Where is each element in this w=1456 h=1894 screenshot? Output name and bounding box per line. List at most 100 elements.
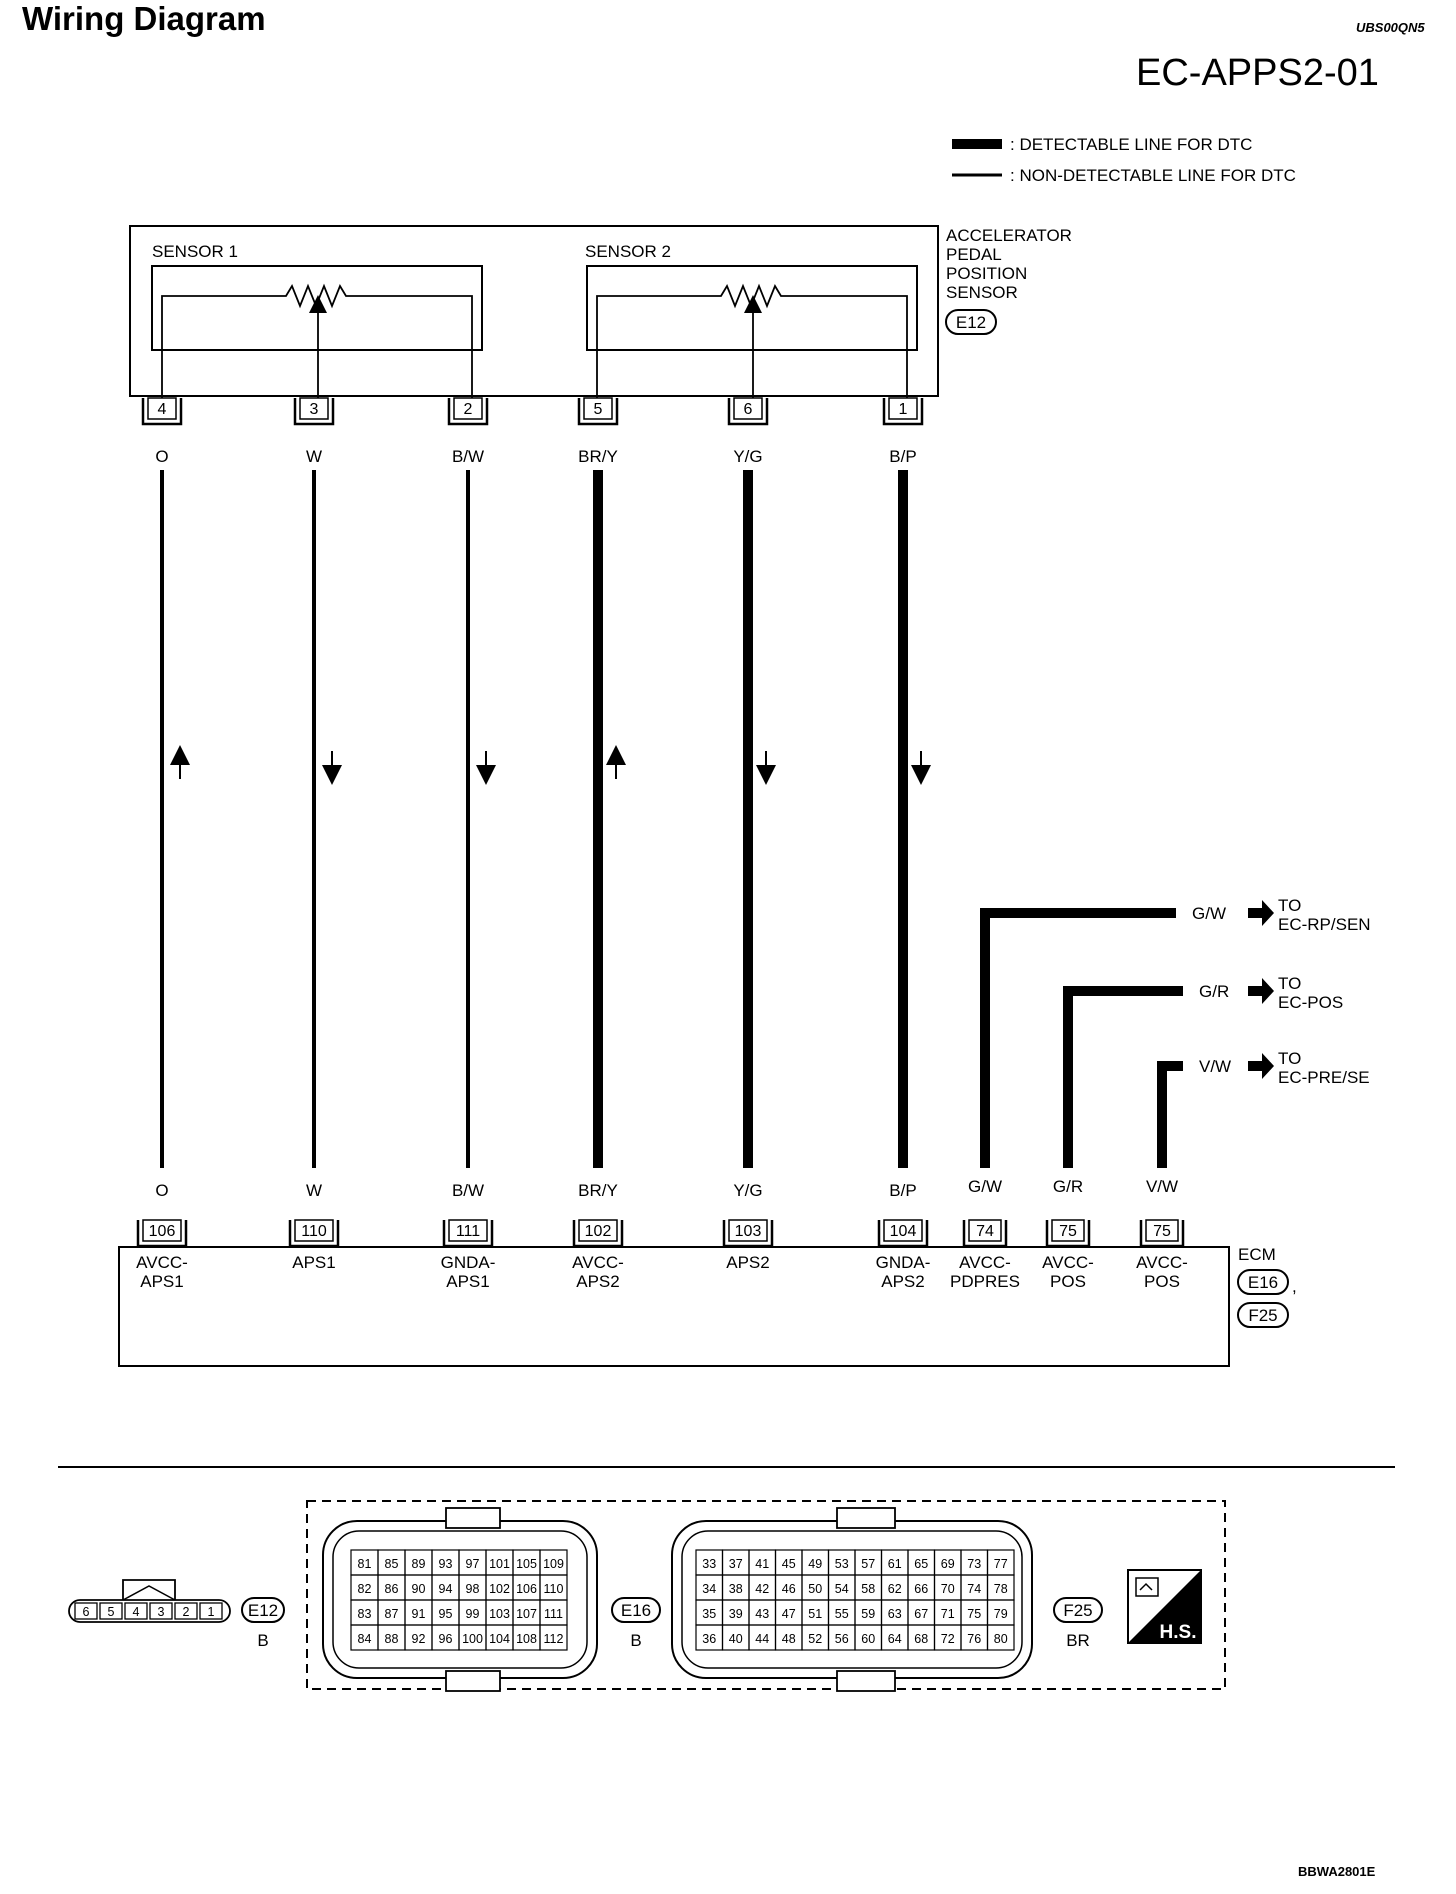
wire-color-bottom-1: W	[306, 1181, 322, 1200]
destination-arrow-0	[1248, 900, 1274, 926]
wire-color-bottom-3: BR/Y	[578, 1181, 618, 1200]
f25-grid-pin-66: 66	[914, 1582, 928, 1596]
sensor-pin-5-bracket	[577, 398, 619, 426]
f25-grid-pin-35: 35	[702, 1607, 716, 1621]
ecm-output-pin-0-number: 74	[976, 1223, 994, 1240]
sensor-pin-3-bracket	[293, 398, 335, 426]
sensor-housing	[129, 225, 939, 397]
f25-grid-pin-36: 36	[702, 1632, 716, 1646]
ecm-output-label-0-1: PDPRES	[950, 1272, 1020, 1291]
sensor-pin-3-number: 3	[310, 401, 319, 418]
e16-grid-pin-81: 81	[358, 1557, 372, 1571]
sensor-name-line3: POSITION	[946, 264, 1027, 283]
e12-pin-4: 4	[133, 1605, 140, 1619]
ecm-pin-104-number: 104	[890, 1223, 917, 1240]
e16-grid-pin-105: 105	[516, 1557, 537, 1571]
accelerator-pedal-position-sensor: SENSOR 1 SENSOR 2 ACCELERATOR PEDAL POSI…	[129, 225, 1072, 400]
wire-color-top-1: W	[306, 447, 322, 466]
sensor1-box	[151, 265, 483, 351]
ecm-output-label-1-0: AVCC-	[1042, 1253, 1094, 1272]
connector-e16-color: B	[630, 1631, 641, 1650]
ecm-pin-label-3-1: APS2	[576, 1272, 619, 1291]
sensor-pin-2-number: 2	[464, 401, 473, 418]
ecm-pin-label-4-0: APS2	[726, 1253, 769, 1272]
e16-grid-pin-88: 88	[385, 1632, 399, 1646]
f25-grid-pin-43: 43	[755, 1607, 769, 1621]
sensor-pin-4-box	[147, 397, 177, 420]
e16-grid-pin-110: 110	[544, 1582, 564, 1596]
connector-e12-id: E12	[248, 1601, 278, 1620]
ecm-pin-103-number: 103	[735, 1223, 762, 1240]
ecm-output-pin-1-box	[1051, 1219, 1085, 1242]
f25-grid-pin-50: 50	[808, 1582, 822, 1596]
legend: : DETECTABLE LINE FOR DTC : NON-DETECTAB…	[952, 135, 1296, 185]
sensor-pin-2-bracket	[447, 398, 489, 426]
ecm-connector-f25: F25	[1248, 1306, 1277, 1325]
e16-grid-pin-87: 87	[385, 1607, 399, 1621]
wire-color-top-5: B/P	[889, 447, 916, 466]
e16-grid-cell-112	[539, 1624, 568, 1651]
ecm-pin-label-3-0: AVCC-	[572, 1253, 624, 1272]
f25-grid-pin-67: 67	[914, 1607, 928, 1621]
ecm-pin-label-0-0: AVCC-	[136, 1253, 188, 1272]
ecm-pin-103-box	[728, 1219, 768, 1242]
harness-side-label: H.S.	[1160, 1622, 1197, 1643]
wire-color-top-0: O	[155, 447, 168, 466]
ecm-connector-badge-e16	[1237, 1269, 1289, 1295]
wire-color-top-4: Y/G	[733, 447, 762, 466]
e16-grid-pin-103: 103	[489, 1607, 510, 1621]
e12-pin-1: 1	[208, 1605, 215, 1619]
f25-grid-pin-71: 71	[941, 1607, 955, 1621]
destination-name-1: EC-POS	[1278, 993, 1343, 1012]
e16-grid-pin-99: 99	[466, 1607, 480, 1621]
f25-grid-pin-49: 49	[808, 1557, 822, 1571]
e16-grid-pin-111: 111	[544, 1607, 563, 1621]
ecm-output-label-0-0: AVCC-	[959, 1253, 1011, 1272]
ecm-pin-111-number: 111	[456, 1223, 480, 1240]
e12-cell-2	[174, 1602, 198, 1620]
e16-grid-pin-91: 91	[412, 1607, 426, 1621]
sensor2-box	[586, 265, 918, 351]
sensor1-resistor	[161, 283, 473, 400]
e16-grid-pin-90: 90	[412, 1582, 426, 1596]
e12-cell-3	[149, 1602, 173, 1620]
e16-grid-pin-84: 84	[358, 1632, 372, 1646]
connector-e16-id: E16	[621, 1601, 651, 1620]
ecm-output-label-2-1: POS	[1144, 1272, 1180, 1291]
ecm-pin-111-box	[448, 1219, 488, 1242]
figure-code: BBWA2801E	[1298, 1864, 1376, 1879]
f25-grid-pin-45: 45	[782, 1557, 796, 1571]
legend-non-detectable-label: : NON-DETECTABLE LINE FOR DTC	[1010, 166, 1296, 185]
sensor2-label: SENSOR 2	[585, 242, 671, 261]
f25-grid-pin-61: 61	[888, 1557, 902, 1571]
e12-cell-6	[74, 1602, 98, 1620]
output-wire-color-0: G/W	[1192, 904, 1226, 923]
f25-grid-pin-39: 39	[729, 1607, 743, 1621]
output-wire-1	[1063, 986, 1183, 1168]
f25-grid-pin-42: 42	[755, 1582, 769, 1596]
f25-grid-cell-80	[986, 1624, 1015, 1651]
e16-grid-pin-106: 106	[516, 1582, 537, 1596]
f25-grid-pin-78: 78	[994, 1582, 1008, 1596]
ecm-pin-102-box	[578, 1219, 618, 1242]
wire-color-bottom-5: B/P	[889, 1181, 916, 1200]
f25-grid-pin-33: 33	[702, 1557, 716, 1571]
e16-grid-pin-98: 98	[466, 1582, 480, 1596]
destination-to-0: TO	[1278, 896, 1301, 915]
section-code: EC-APPS2-01	[1136, 52, 1379, 94]
e16-grid-pin-96: 96	[439, 1632, 453, 1646]
sensor-pin-5-number: 5	[594, 401, 603, 418]
f25-grid-pin-58: 58	[861, 1582, 875, 1596]
f25-grid-pin-79: 79	[994, 1607, 1008, 1621]
sensor-pin-6-box	[733, 397, 763, 420]
ecm-output-pin-1-number: 75	[1059, 1223, 1077, 1240]
f25-grid-pin-46: 46	[782, 1582, 796, 1596]
destination-name-0: EC-RP/SEN	[1278, 915, 1371, 934]
e12-cell-5	[99, 1602, 123, 1620]
e12-pin-2: 2	[183, 1605, 190, 1619]
f25-grid-pin-59: 59	[861, 1607, 875, 1621]
f25-grid-pin-70: 70	[941, 1582, 955, 1596]
destination-name-2: EC-PRE/SE	[1278, 1068, 1370, 1087]
